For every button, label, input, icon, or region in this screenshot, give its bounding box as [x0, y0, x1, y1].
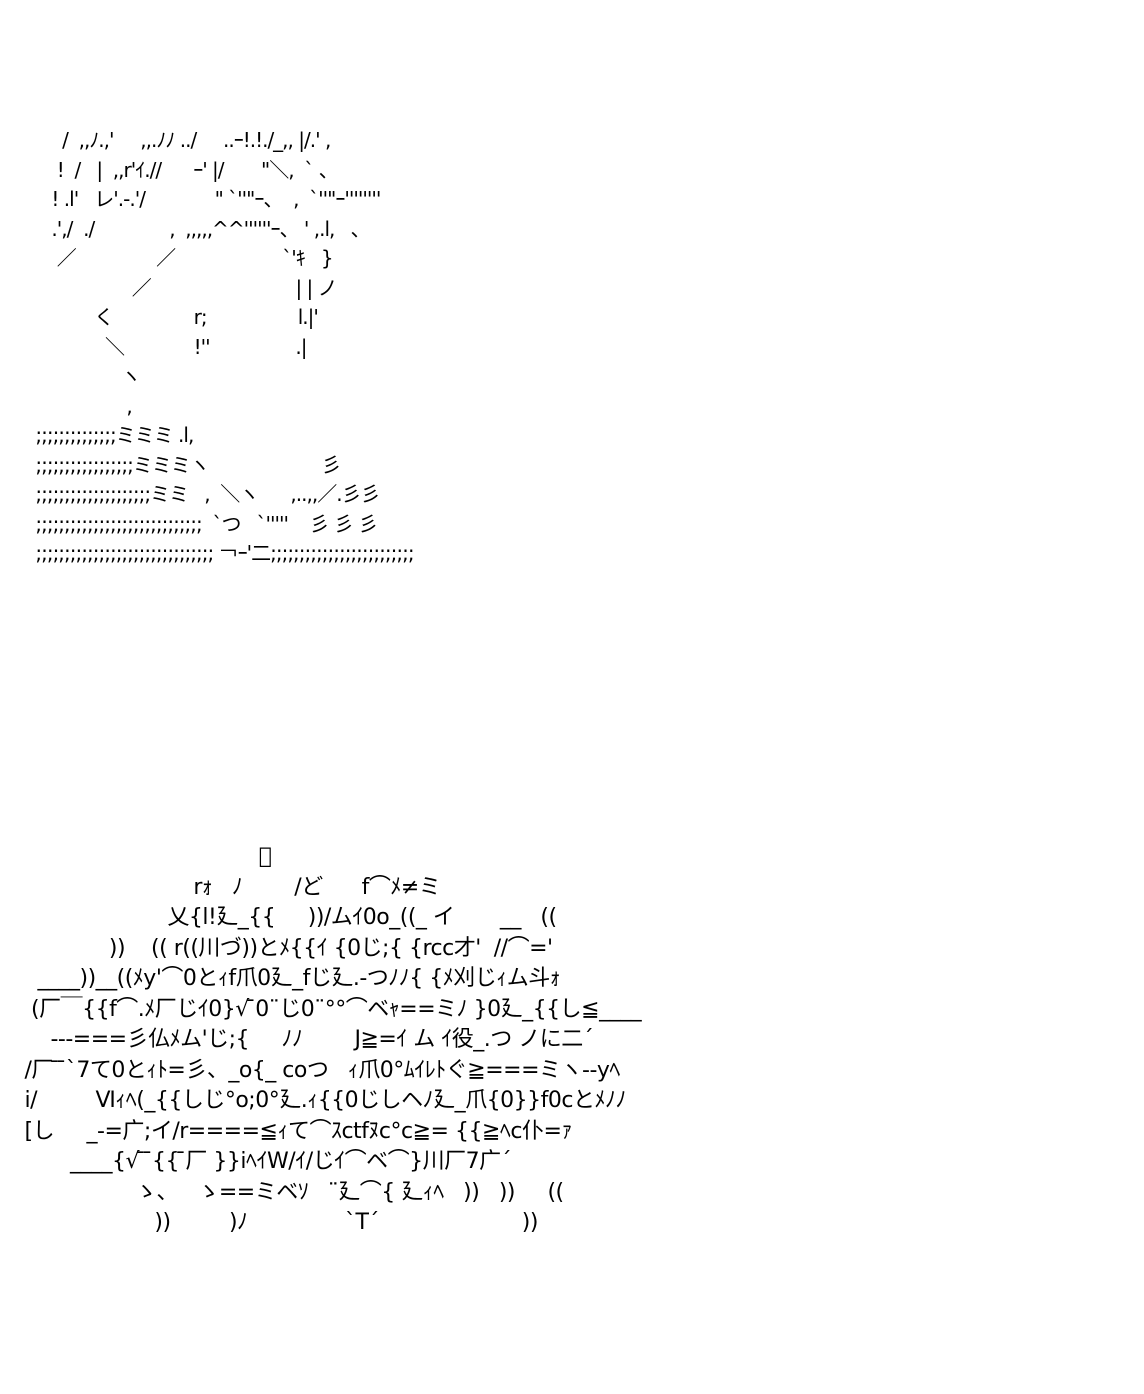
ascii-art-figure-top: / ,,ﾉ.,' ,,.ﾉﾉ ../ ..ｰ!.!./_,, |/.' , ! … [35, 128, 414, 565]
ascii-art-figure-bottom: ﾞ rｫ ﾉ /ど f⌒ﾒ≠ミ 乂{l!廴_{{ ))/ムｲ0o_((_ イ _… [24, 844, 642, 1235]
